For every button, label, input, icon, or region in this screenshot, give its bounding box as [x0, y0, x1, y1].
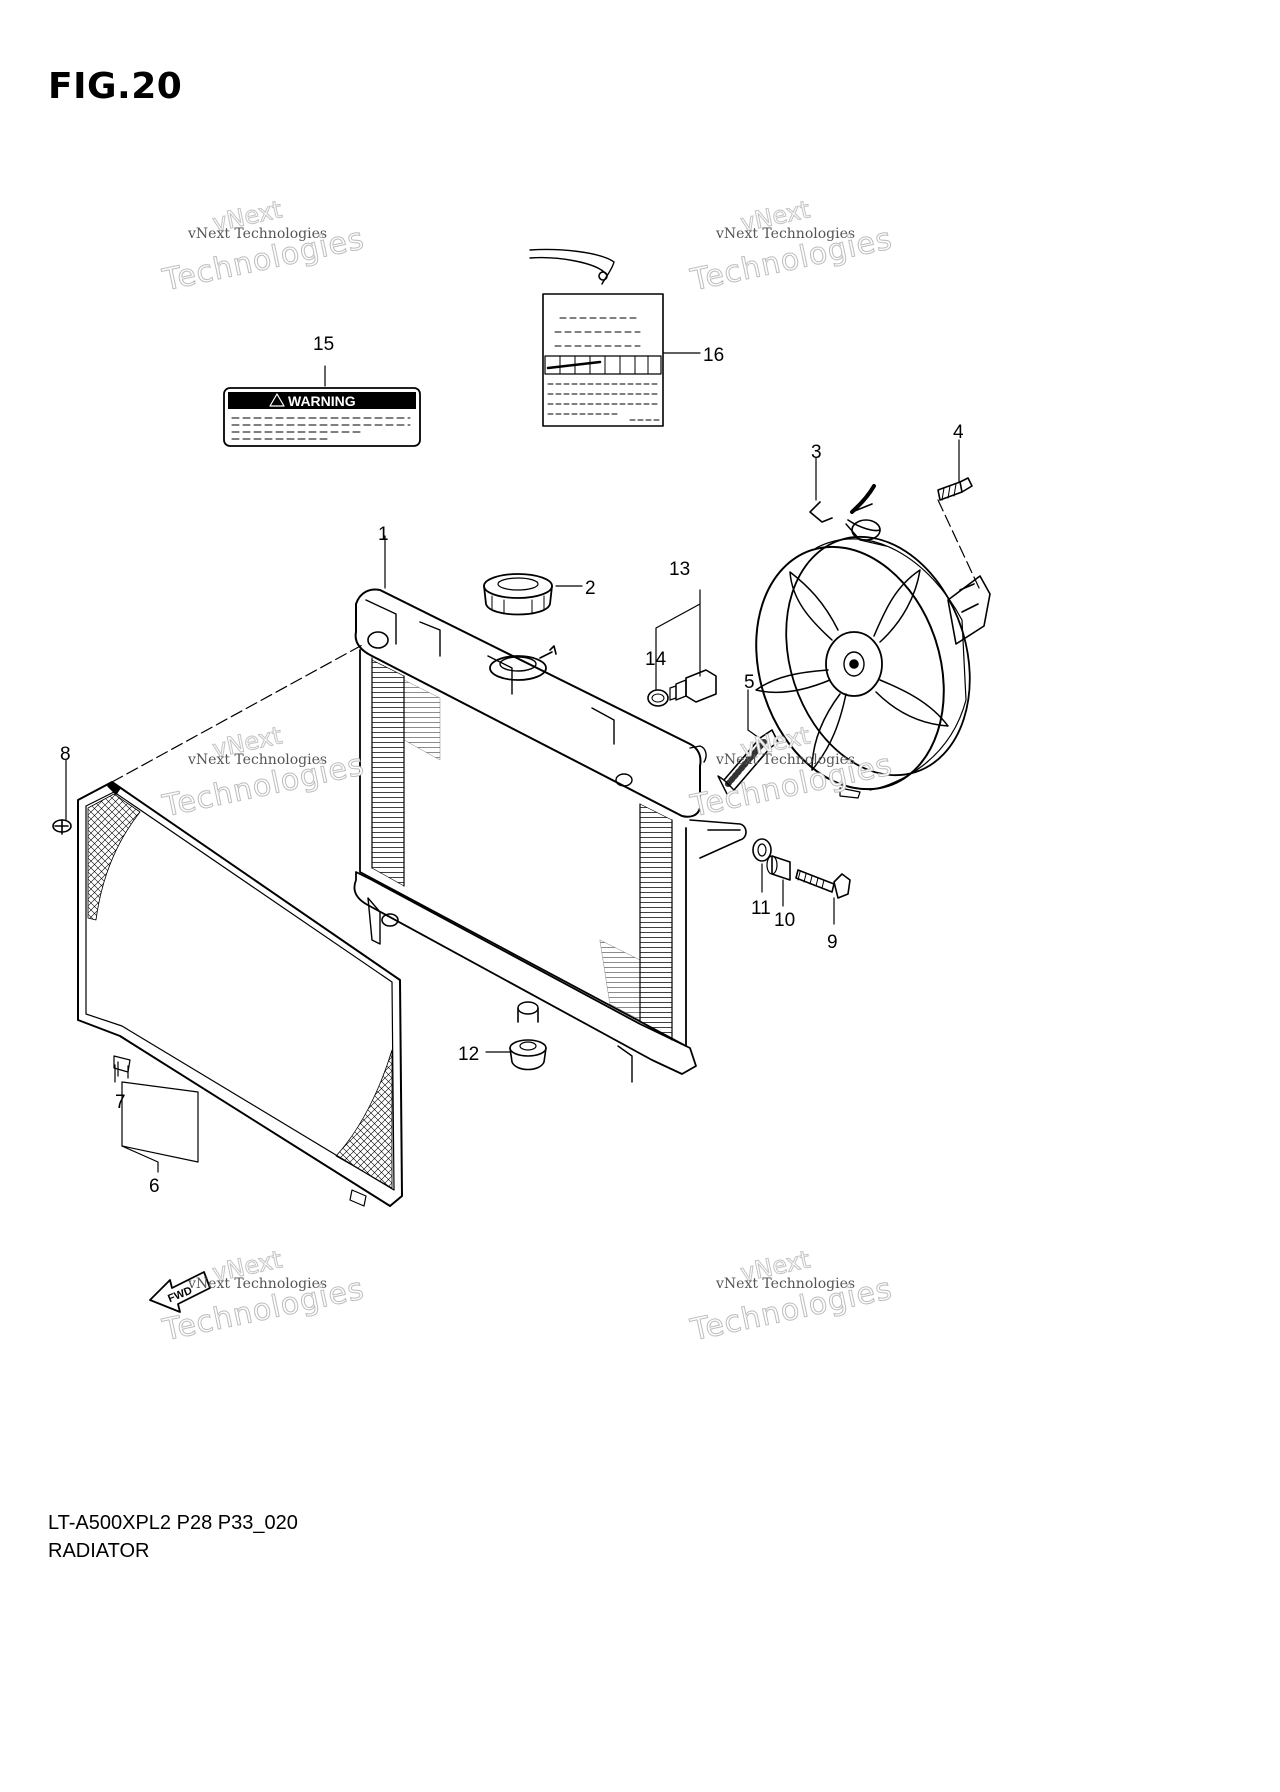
drain-fitting-part	[717, 729, 779, 797]
callout-6: 6	[149, 1176, 160, 1197]
callout-4: 4	[953, 422, 964, 443]
callout-15: 15	[313, 334, 334, 355]
fan-bolt-part	[937, 477, 981, 591]
warning-label-text: WARNING	[288, 393, 356, 409]
radiator-cap-part	[483, 573, 553, 616]
callout-1: 1	[378, 524, 389, 545]
callout-16: 16	[703, 345, 724, 366]
clip-part	[52, 819, 72, 835]
callout-numbers: 1 2 3 4 5 6 7 8 9 10 11 12 13 14 15 16	[60, 334, 964, 1197]
callout-14: 14	[645, 649, 667, 670]
model-code: LT-A500XPL2 P28 P33_020	[48, 1512, 298, 1534]
callout-11: 11	[751, 898, 771, 919]
callout-13: 13	[669, 559, 690, 580]
callout-3: 3	[811, 442, 822, 463]
leader-lines	[65, 352, 960, 1173]
callout-10: 10	[774, 910, 795, 931]
radiator-shroud-part	[77, 643, 403, 1207]
callout-7: 7	[115, 1092, 126, 1113]
callout-8: 8	[60, 744, 71, 765]
callout-5: 5	[744, 672, 755, 693]
radiator-core-part	[353, 588, 747, 1083]
section-name: RADIATOR	[48, 1540, 150, 1562]
collar-part	[766, 855, 791, 881]
thermo-switch-part	[647, 669, 717, 707]
fwd-arrow-icon: FWD	[149, 1271, 211, 1313]
rubber-mount-part	[509, 1039, 547, 1071]
cooling-fan-part	[755, 484, 991, 799]
callout-9: 9	[827, 932, 838, 953]
caution-tag-part	[529, 248, 664, 427]
grommet-part	[752, 838, 772, 862]
mounting-bolt-part	[795, 869, 851, 899]
callout-2: 2	[585, 578, 596, 599]
warning-label-part: WARNING	[223, 387, 421, 447]
shroud-label-part	[117, 1061, 129, 1079]
figure-title: FIG.20	[48, 66, 183, 107]
callout-12: 12	[458, 1044, 479, 1065]
